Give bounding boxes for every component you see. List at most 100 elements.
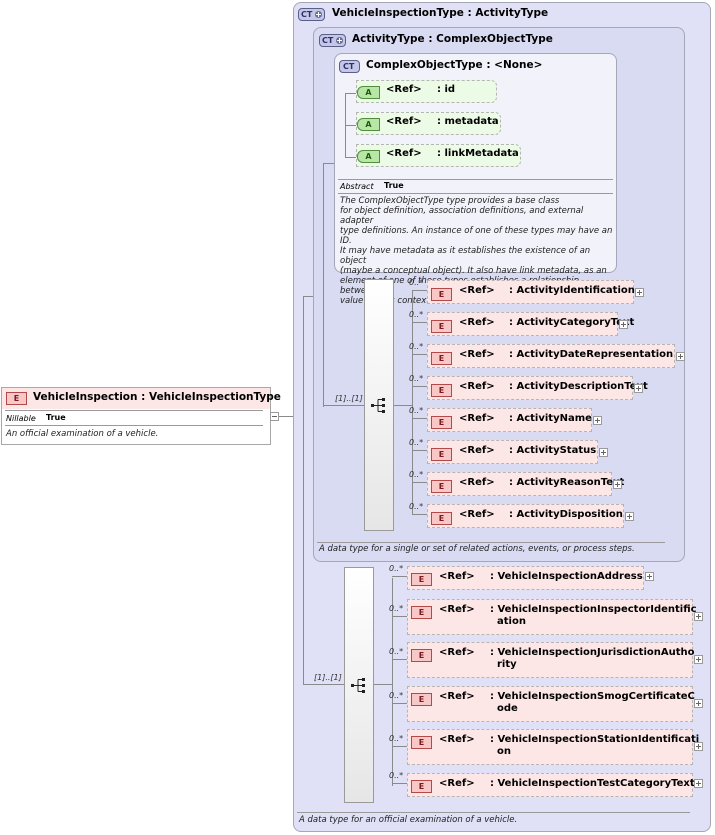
expand-toggle[interactable] bbox=[613, 480, 622, 489]
vehicle-inspection-element[interactable] bbox=[407, 729, 693, 765]
expand-toggle[interactable] bbox=[645, 572, 654, 581]
element-name: : ActivityDisposition bbox=[509, 509, 623, 520]
element-badge: E bbox=[431, 480, 452, 493]
element-badge: E bbox=[431, 512, 452, 525]
expand-toggle[interactable] bbox=[694, 612, 703, 621]
collapse-toggle[interactable] bbox=[270, 412, 279, 421]
connector bbox=[392, 783, 407, 784]
expand-toggle[interactable] bbox=[634, 384, 643, 393]
element-name: ation bbox=[497, 616, 526, 627]
element-occurs: 0..* bbox=[409, 374, 424, 383]
expand-toggle[interactable] bbox=[676, 352, 685, 361]
attribute-badge: A bbox=[357, 150, 380, 163]
element-occurs: 0..* bbox=[409, 502, 424, 511]
divider bbox=[5, 425, 263, 426]
sequence-icon bbox=[351, 678, 365, 693]
sequence-icon bbox=[371, 398, 385, 413]
expand-toggle[interactable] bbox=[694, 699, 703, 708]
attribute-name: : metadata bbox=[437, 116, 499, 127]
element-name: : ActivityCategoryText bbox=[509, 317, 635, 328]
activity-element[interactable] bbox=[427, 312, 618, 336]
element-name: : VehicleInspectionInspectorIdentific bbox=[490, 604, 697, 615]
element-occurs: 0..* bbox=[409, 310, 424, 319]
connector bbox=[412, 386, 427, 387]
element-ref: <Ref> bbox=[459, 285, 495, 296]
element-ref: <Ref> bbox=[439, 647, 475, 658]
sequence-occurs: [1]..[1] bbox=[335, 394, 363, 403]
activity-element[interactable] bbox=[427, 472, 612, 496]
activity-element[interactable] bbox=[427, 408, 592, 432]
connector bbox=[279, 416, 293, 417]
element-name: : VehicleInspectionSmogCertificateC bbox=[490, 691, 695, 702]
element-occurs: 0..* bbox=[409, 470, 424, 479]
activity-type-doc: A data type for a single or set of relat… bbox=[319, 544, 635, 554]
connector bbox=[374, 684, 392, 685]
element-ref: <Ref> bbox=[459, 317, 495, 328]
attribute-name: : linkMetadata bbox=[437, 148, 519, 159]
connector bbox=[412, 482, 427, 483]
expand-toggle[interactable] bbox=[625, 512, 634, 521]
complex-type-badge: CT bbox=[339, 60, 360, 73]
vehicle-inspection-element[interactable] bbox=[407, 773, 693, 797]
element-name: : ActivityReasonText bbox=[509, 477, 625, 488]
vehicle-inspection-element[interactable] bbox=[407, 599, 693, 635]
element-badge: E bbox=[411, 649, 432, 662]
divider bbox=[297, 812, 690, 813]
connector bbox=[392, 746, 407, 747]
connector bbox=[303, 296, 313, 297]
activity-element[interactable] bbox=[427, 376, 633, 400]
element-badge: E bbox=[431, 416, 452, 429]
expand-toggle[interactable] bbox=[599, 448, 608, 457]
connector bbox=[392, 616, 407, 617]
connector bbox=[412, 290, 413, 514]
connector bbox=[392, 578, 393, 786]
element-ref: <Ref> bbox=[459, 349, 495, 360]
divider bbox=[5, 410, 263, 411]
connector bbox=[303, 296, 304, 685]
element-badge: E bbox=[411, 573, 432, 586]
element-name: : VehicleInspectionAddress bbox=[490, 571, 643, 582]
expand-toggle[interactable] bbox=[694, 655, 703, 664]
vehicle-inspection-element[interactable] bbox=[407, 686, 693, 722]
element-name: : ActivityDateRepresentation bbox=[509, 349, 674, 360]
element-badge: E bbox=[411, 693, 432, 706]
activity-type-title: ActivityType : ComplexObjectType bbox=[352, 33, 553, 45]
connector bbox=[392, 659, 407, 660]
element-occurs: 0..* bbox=[389, 734, 404, 743]
element-name: : ActivityName bbox=[509, 413, 592, 424]
expand-toggle[interactable] bbox=[619, 320, 628, 329]
vehicle-inspection-element[interactable] bbox=[407, 566, 644, 590]
activity-element[interactable] bbox=[427, 280, 634, 304]
attribute-id[interactable] bbox=[356, 80, 497, 103]
expand-toggle[interactable] bbox=[593, 416, 602, 425]
activity-element[interactable] bbox=[427, 344, 675, 368]
attribute-link-metadata[interactable] bbox=[356, 144, 521, 167]
element-occurs: 0..* bbox=[389, 771, 404, 780]
expand-toggle[interactable] bbox=[635, 288, 644, 297]
element-occurs: 0..* bbox=[389, 691, 404, 700]
element-occurs: 0..* bbox=[409, 406, 424, 415]
element-ref: <Ref> bbox=[439, 604, 475, 615]
divider bbox=[338, 193, 613, 194]
expand-toggle[interactable] bbox=[694, 779, 703, 788]
connector bbox=[412, 450, 427, 451]
element-ref: <Ref> bbox=[459, 445, 495, 456]
expand-toggle[interactable] bbox=[694, 742, 703, 751]
complex-object-type-title: ComplexObjectType : <None> bbox=[366, 59, 543, 71]
abstract-value: True bbox=[384, 181, 404, 190]
activity-element[interactable] bbox=[427, 440, 598, 464]
vehicle-inspection-element[interactable] bbox=[407, 642, 693, 678]
attribute-metadata[interactable] bbox=[356, 112, 501, 135]
attribute-ref: <Ref> bbox=[386, 148, 422, 159]
element-name: on bbox=[497, 746, 511, 757]
element-badge: E bbox=[431, 288, 452, 301]
attribute-ref: <Ref> bbox=[386, 84, 422, 95]
element-occurs: 0..* bbox=[389, 604, 404, 613]
connector bbox=[394, 405, 412, 406]
activity-element[interactable] bbox=[427, 504, 624, 528]
vehicle-inspection-type-title: VehicleInspectionType : ActivityType bbox=[332, 7, 549, 19]
connector bbox=[412, 322, 427, 323]
attribute-badge: A bbox=[357, 118, 380, 131]
element-occurs: 0..* bbox=[409, 438, 424, 447]
element-badge: E bbox=[411, 606, 432, 619]
